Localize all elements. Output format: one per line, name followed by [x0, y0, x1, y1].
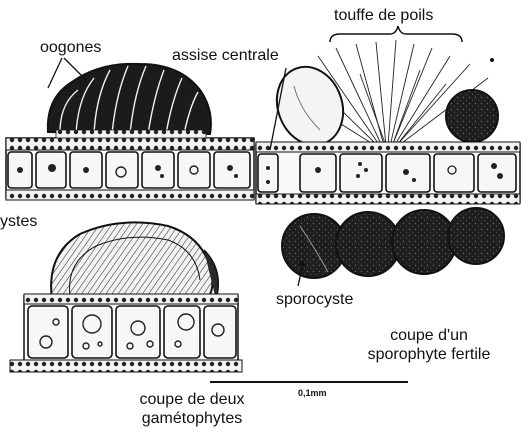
gametophytes-caption-line2: gamétophytes — [102, 409, 282, 428]
touffe-de-poils-label: touffe de poils — [334, 6, 433, 25]
scale-label: 0,1mm — [298, 388, 327, 398]
central-cells — [8, 152, 250, 188]
upper-cortex-band — [6, 138, 254, 150]
gametophytes-caption-line1: coupe de deux — [102, 390, 282, 409]
top-sporocyste — [446, 90, 498, 142]
sporophyte-caption-line2: sporophyte fertile — [340, 345, 518, 364]
oogones-fan — [48, 64, 211, 138]
lower-cortex-band — [6, 190, 254, 200]
oogones-label: oogones — [40, 38, 101, 57]
assise-centrale-label: assise centrale — [172, 46, 279, 65]
sporophyte-caption: coupe d'un sporophyte fertile — [340, 326, 518, 364]
sporophyte-caption-line1: coupe d'un — [340, 326, 518, 345]
lower-sporocystes — [282, 208, 504, 278]
sporocyste-label: sporocyste — [276, 290, 353, 309]
pale-cell — [266, 57, 354, 154]
left-bottom-section — [10, 222, 242, 372]
sporocystes-partial-label: ystes — [0, 212, 37, 231]
touffe-bracket — [330, 26, 462, 42]
left-top-section — [6, 58, 254, 200]
right-section — [256, 26, 520, 286]
gametophytes-caption: coupe de deux gamétophytes — [102, 390, 282, 428]
